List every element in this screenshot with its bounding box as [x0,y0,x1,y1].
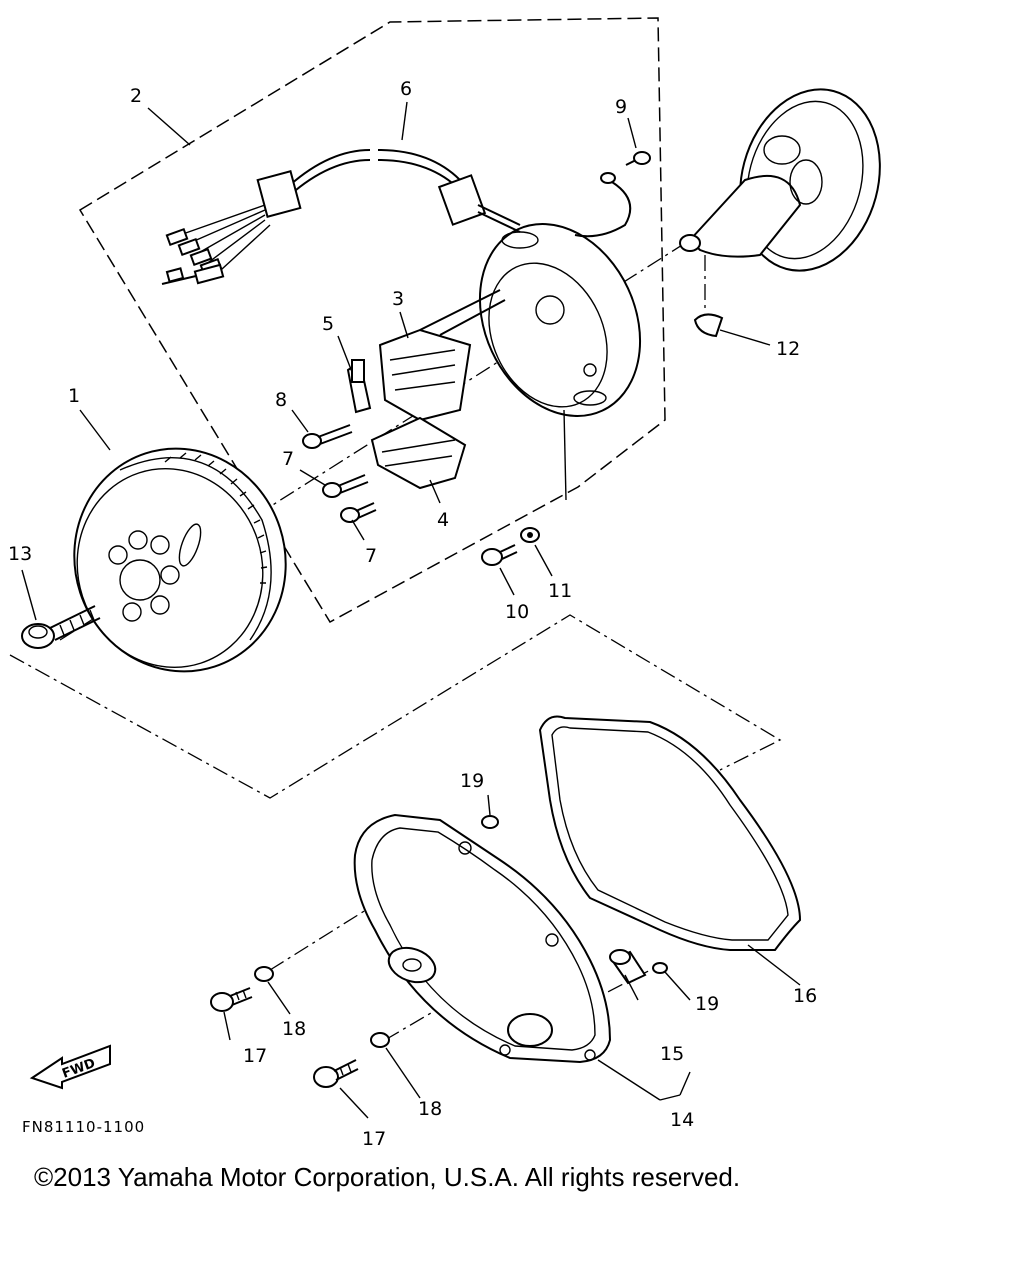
part-label-19-lower: 19 [695,993,719,1015]
part-label-3: 3 [392,288,404,310]
part-label-13: 13 [8,543,32,565]
pickup-coil [346,359,372,414]
forward-direction-arrow: FWD [29,1044,111,1090]
part-label-17-lower: 17 [362,1128,386,1150]
cover-group-outline [9,614,782,799]
part-label-4: 4 [437,509,449,531]
screw-7b [340,502,377,523]
charge-coil [370,416,467,490]
part-label-15: 15 [660,1043,684,1065]
washer-18-lower [370,1032,390,1048]
stator-plate [478,222,642,418]
rotor-bolt [21,605,101,649]
part-label-6: 6 [400,78,412,100]
part-label-12: 12 [776,338,800,360]
part-label-1: 1 [68,385,80,407]
plug-19-upper [481,815,499,829]
part-label-10: 10 [505,601,529,623]
part-label-17-upper: 17 [243,1045,267,1067]
leader-lines [21,101,801,1119]
lead-wire-harness [161,149,521,285]
part-label-19-upper: 19 [460,770,484,792]
screw-7a [322,474,369,498]
crankshaft-flange [679,88,881,272]
washer-18-upper [254,966,274,982]
copyright-notice: ©2013 Yamaha Motor Corporation, U.S.A. A… [34,1162,741,1192]
washer-11 [520,527,540,543]
screw-10 [481,544,518,566]
figure-code: FN81110-1100 [22,1118,146,1136]
part-label-8: 8 [275,389,287,411]
generator-cover [353,813,612,1064]
screw-8 [302,424,353,449]
part-label-16: 16 [793,985,817,1007]
stator-assembly-outline [78,17,666,624]
part-label-18-upper: 18 [282,1018,306,1040]
flywheel-rotor [73,447,287,673]
cover-bolt-upper [210,987,253,1012]
part-label-7-lower: 7 [365,545,377,567]
cover-gasket-inner [551,726,789,941]
part-label-7-upper: 7 [282,448,294,470]
part-label-5: 5 [322,313,334,335]
axis-line-cover-upper [269,847,466,971]
cover-bolt-lower [313,1059,359,1088]
plug-19-lower [652,962,668,974]
ring-gear-teeth [164,452,268,584]
part-label-9: 9 [615,96,627,118]
part-label-11: 11 [548,580,572,602]
dowel-pin [609,949,647,985]
part-label-14: 14 [670,1109,694,1131]
source-coil [378,289,506,422]
cover-gasket [538,715,802,951]
part-label-18-lower: 18 [418,1098,442,1120]
part-label-2: 2 [130,85,142,107]
woodruff-key [693,313,724,338]
earth-lead [574,151,651,238]
